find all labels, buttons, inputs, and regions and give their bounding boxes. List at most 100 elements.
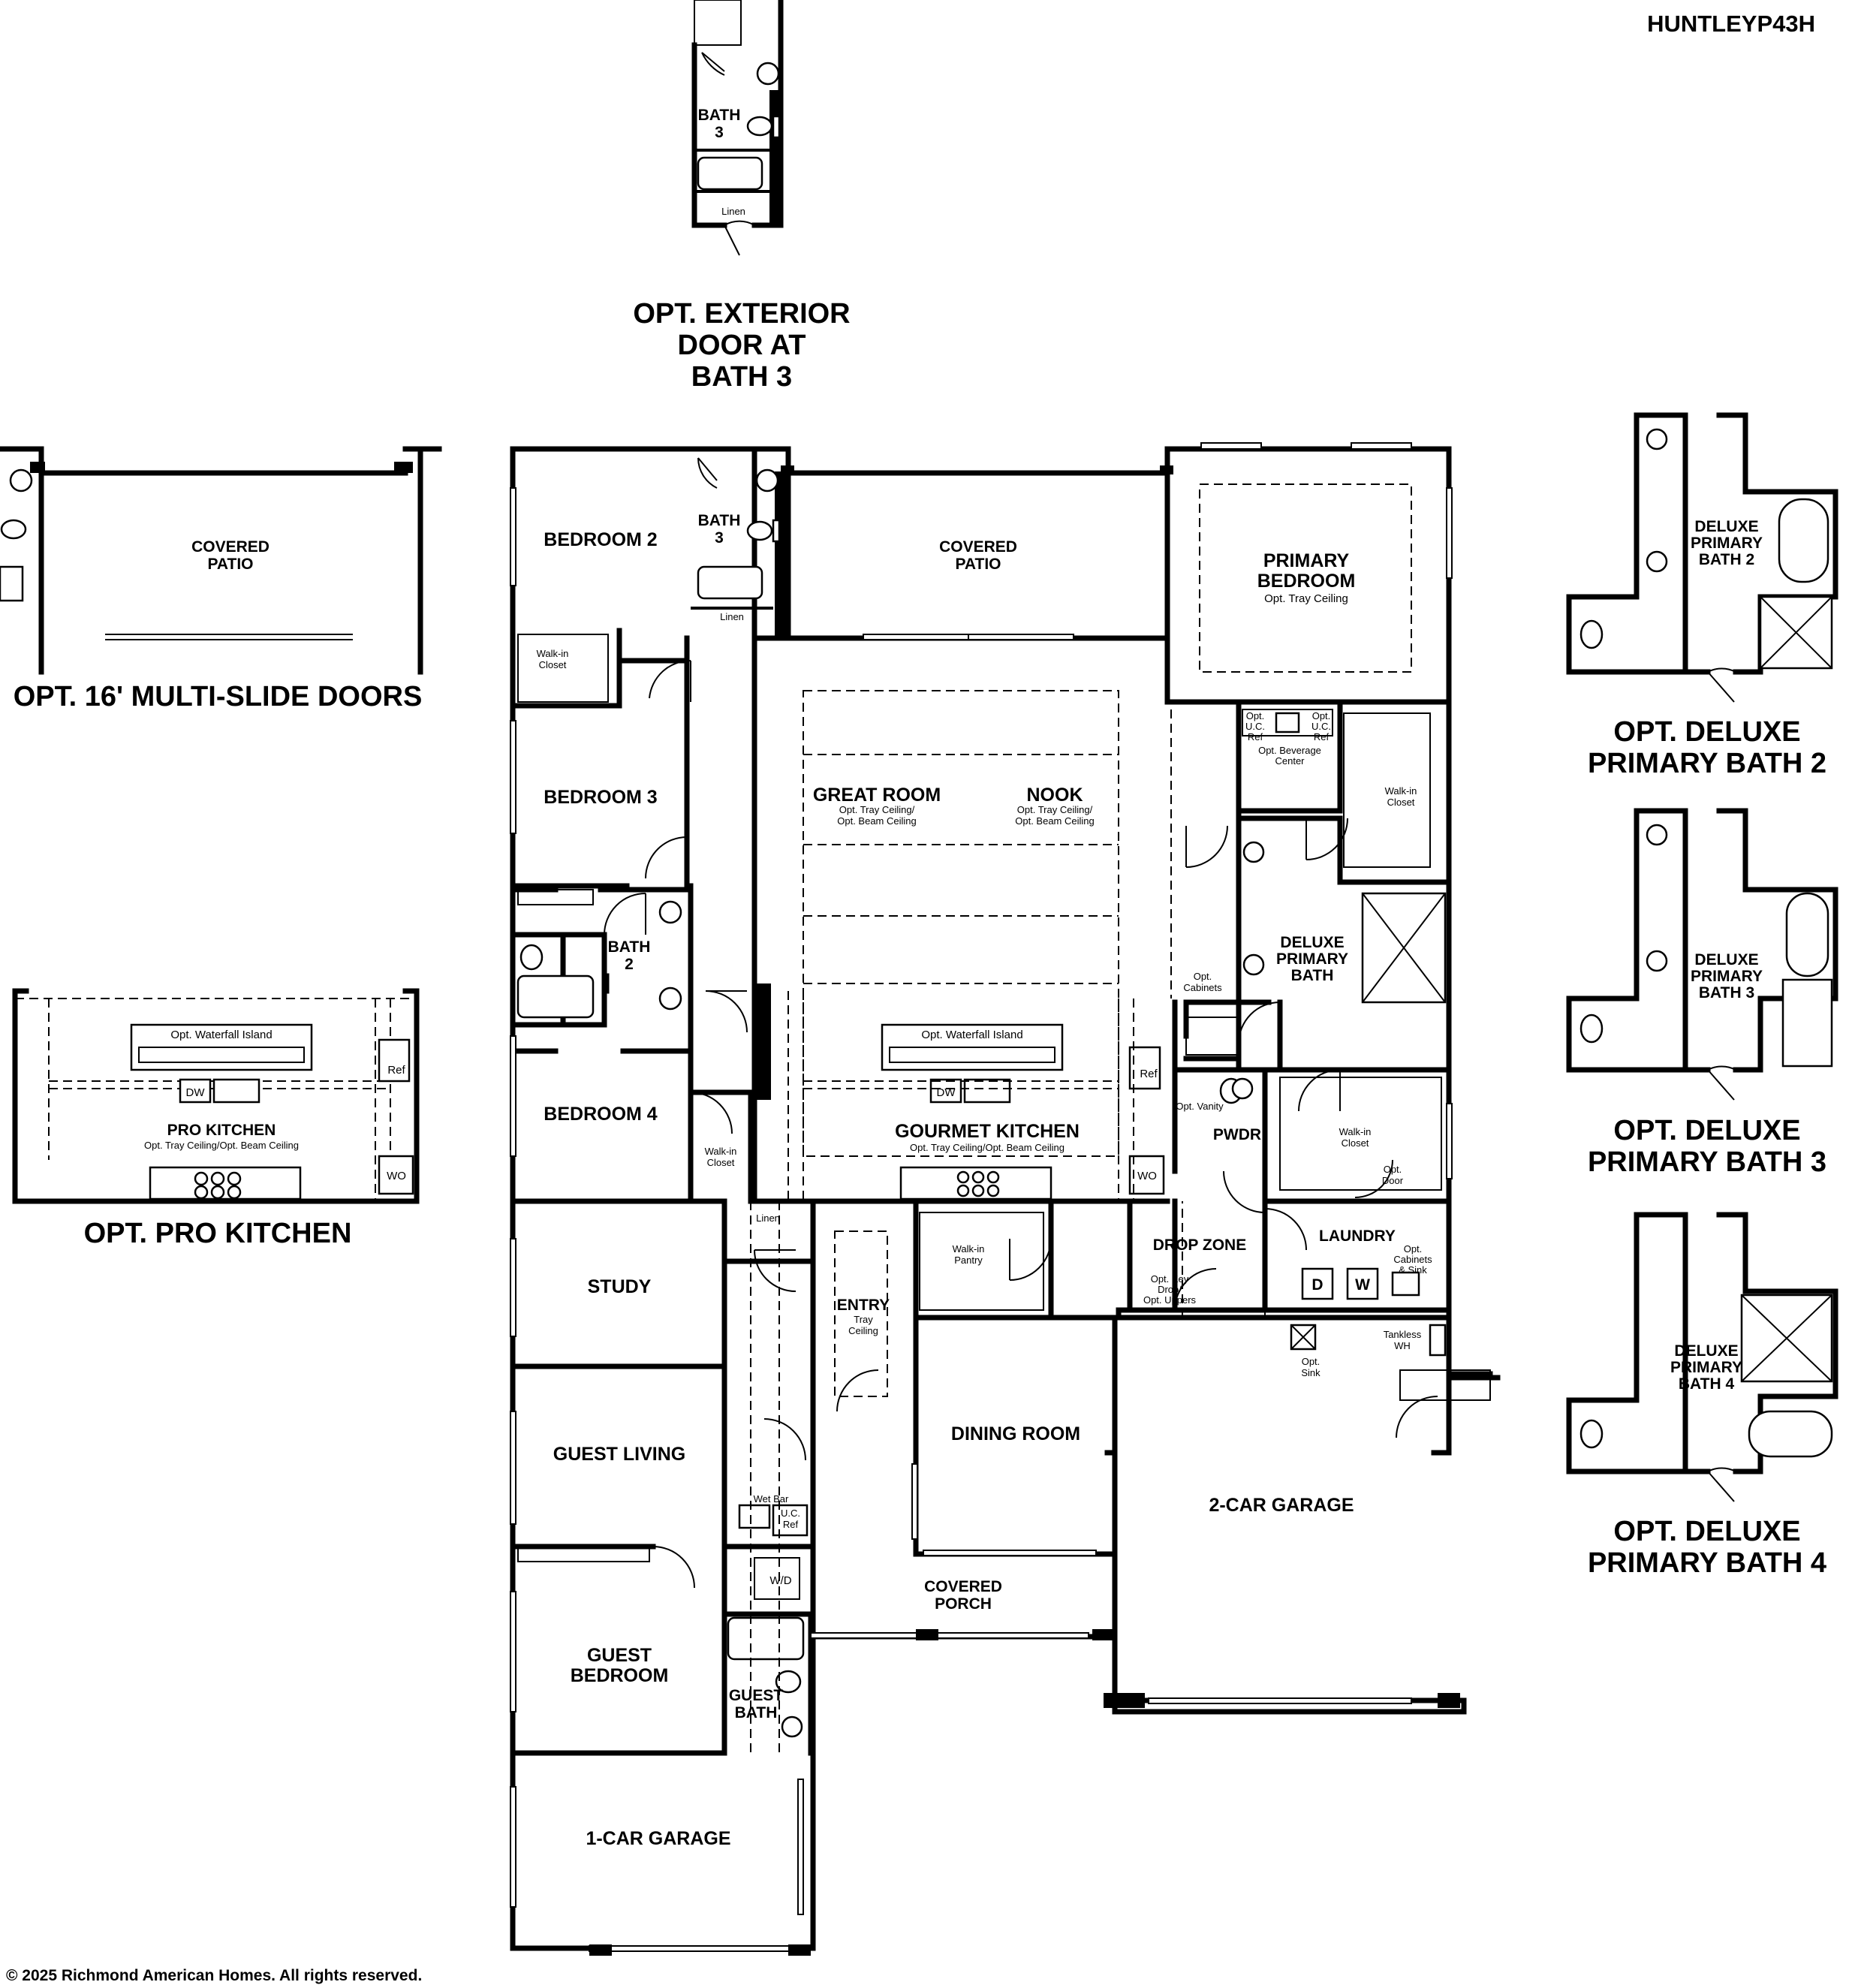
entry-note1: Tray (854, 1314, 873, 1325)
opt-sink-line2: Sink (1301, 1367, 1320, 1378)
caption-exterior-door-line3: BATH 3 (691, 361, 792, 393)
guest-bath-line2: BATH (735, 1704, 778, 1721)
pwdr-label: PWDR (1213, 1126, 1261, 1143)
exterior-step (694, 0, 742, 46)
laundry-label: LAUNDRY (1319, 1227, 1396, 1245)
option-exterior-door-bath3: BATH 3 Linen (691, 0, 784, 256)
kitchen-ref-label: Ref (1140, 1068, 1158, 1080)
dryer-label: D (1311, 1276, 1323, 1294)
one-car-garage-label: 1-CAR GARAGE (586, 1828, 730, 1849)
uc-ref-left-line1: Opt. (1246, 710, 1265, 721)
opt-cabinets-line2: Cabinets (1183, 982, 1222, 993)
option-multi-slide-doors: COVERED PATIO (0, 446, 442, 675)
guest-bedroom-line2: BEDROOM (571, 1665, 669, 1686)
uc-ref-line2: Ref (783, 1519, 799, 1530)
windows-and-doors (510, 442, 1491, 1956)
caption-exterior-door-line2: DOOR AT (678, 330, 806, 361)
opt-door-line2: Door (1382, 1175, 1404, 1186)
caption-multi-slide: OPT. 16' MULTI-SLIDE DOORS (14, 681, 423, 712)
option-deluxe-bath-2: DELUXE PRIMARY BATH 2 (1566, 412, 1838, 703)
option-pro-kitchen: Opt. Waterfall Island DW Ref WO PRO KITC… (12, 988, 420, 1204)
covered-patio-line1: COVERED (939, 538, 1017, 556)
pro-dw-label: DW (186, 1086, 206, 1099)
caption-deluxe-bath-2-line1: OPT. DELUXE (1613, 716, 1800, 748)
key-drop-line3: Opt. Uppers (1143, 1294, 1197, 1306)
bedroom-4-closet-line1: Walk-in (705, 1146, 737, 1157)
opt-linen-label: Linen (721, 206, 745, 217)
beverage-center-line2: Center (1275, 755, 1305, 767)
bath-3-linen-label: Linen (720, 611, 744, 622)
pantry-line2: Pantry (954, 1255, 983, 1266)
primary-closet-line2: Closet (1387, 797, 1415, 808)
beverage-center-line1: Opt. Beverage (1258, 745, 1321, 756)
deluxe2-label-line2: PRIMARY (1691, 535, 1763, 552)
ceiling-outlines (750, 483, 1412, 1753)
bath-3-label-line2: 3 (715, 529, 724, 547)
main-plan-labels: BEDROOM 2 BATH 3 Linen Walk-in Closet CO… (537, 512, 1433, 1849)
deluxe2-label-line3: BATH 2 (1699, 551, 1754, 568)
uc-ref-right-line1: Opt. (1312, 710, 1331, 721)
uc-ref-line1: U.C. (781, 1508, 800, 1519)
deluxe4-label-line2: PRIMARY (1670, 1359, 1742, 1376)
bath-3-label-line1: BATH (698, 512, 741, 529)
caption-deluxe-bath-2-line2: PRIMARY BATH 2 (1588, 748, 1826, 779)
opt-sink-line1: Opt. (1302, 1356, 1320, 1367)
deluxe4-label-line1: DELUXE (1674, 1342, 1738, 1360)
copyright-text: © 2025 Richmond American Homes. All righ… (6, 1967, 422, 1984)
laundry-closet-line1: Walk-in (1339, 1126, 1372, 1137)
caption-exterior-door-line1: OPT. EXTERIOR (633, 298, 850, 330)
bedroom-4-closet-line2: Closet (707, 1157, 735, 1168)
caption-deluxe-bath-3-line1: OPT. DELUXE (1613, 1115, 1800, 1146)
covered-patio-line2: PATIO (955, 556, 1001, 573)
uc-ref-left-line2: U.C. (1245, 721, 1265, 732)
uc-ref-left-line3: Ref (1248, 731, 1263, 742)
gourmet-kitchen-note: Opt. Tray Ceiling/Opt. Beam Ceiling (910, 1142, 1065, 1153)
wet-bar-label: Wet Bar (754, 1493, 789, 1505)
kitchen-dw-label: DW (937, 1086, 956, 1099)
entry-label: ENTRY (837, 1297, 890, 1314)
pro-waterfall-island-label: Opt. Waterfall Island (170, 1029, 272, 1041)
pro-ref-label: Ref (387, 1064, 405, 1077)
opt-cabinets-line1: Opt. (1194, 971, 1212, 982)
bedroom-4-label: BEDROOM 4 (544, 1104, 658, 1125)
guest-bath-line1: GUEST (729, 1687, 784, 1704)
opt-cabinets-sink-line1: Opt. (1404, 1243, 1423, 1255)
drop-zone-label: DROP ZONE (1153, 1236, 1246, 1254)
kitchen-wo-label: WO (1137, 1170, 1157, 1182)
uc-ref-right-line3: Ref (1314, 731, 1330, 742)
caption-deluxe-bath-3-line2: PRIMARY BATH 3 (1588, 1146, 1826, 1178)
great-room-note1: Opt. Tray Ceiling/ (839, 804, 915, 815)
walk-in-closet-2-line2: Closet (539, 659, 567, 670)
opt-bath3-label-line1: BATH (698, 107, 741, 124)
opt-door-line1: Opt. (1384, 1164, 1402, 1175)
plan-code: HUNTLEYP43H (1647, 11, 1815, 37)
nook-note1: Opt. Tray Ceiling/ (1017, 804, 1093, 815)
option-deluxe-bath-4: DELUXE PRIMARY BATH 4 (1566, 1212, 1838, 1502)
opt-cabinets-sink-line3: & Sink (1399, 1264, 1427, 1276)
covered-porch-line1: COVERED (924, 1578, 1002, 1595)
guest-bedroom-line1: GUEST (587, 1645, 652, 1666)
guest-living-label: GUEST LIVING (553, 1444, 685, 1465)
uc-ref-right-line2: U.C. (1311, 721, 1331, 732)
deluxe-primary-bath-line1: DELUXE (1280, 934, 1344, 951)
laundry-closet-line2: Closet (1342, 1137, 1369, 1149)
tankless-wh-line1: Tankless (1384, 1329, 1422, 1340)
covered-porch-line2: PORCH (935, 1595, 992, 1613)
pantry-line1: Walk-in (953, 1243, 985, 1255)
washer-label: W (1355, 1276, 1370, 1294)
caption-deluxe-bath-4-line1: OPT. DELUXE (1613, 1516, 1800, 1547)
primary-bedroom-note: Opt. Tray Ceiling (1264, 592, 1348, 605)
study-label: STUDY (588, 1276, 652, 1297)
deluxe4-label-line3: BATH 4 (1679, 1375, 1735, 1393)
wd-label: W/D (769, 1574, 791, 1587)
entry-note2: Ceiling (848, 1325, 878, 1336)
caption-deluxe-bath-4-line2: PRIMARY BATH 4 (1588, 1547, 1826, 1579)
deluxe-primary-bath-line3: BATH (1291, 967, 1334, 984)
caption-pro-kitchen: OPT. PRO KITCHEN (84, 1218, 352, 1249)
opt-vanity-label: Opt. Vanity (1176, 1101, 1224, 1112)
great-room-label: GREAT ROOM (813, 785, 941, 806)
bath-2-line1: BATH (608, 938, 651, 956)
main-floor-plan-fixtures (516, 457, 1447, 1738)
two-car-garage-label: 2-CAR GARAGE (1209, 1495, 1354, 1516)
bedroom-3-label: BEDROOM 3 (544, 787, 657, 808)
